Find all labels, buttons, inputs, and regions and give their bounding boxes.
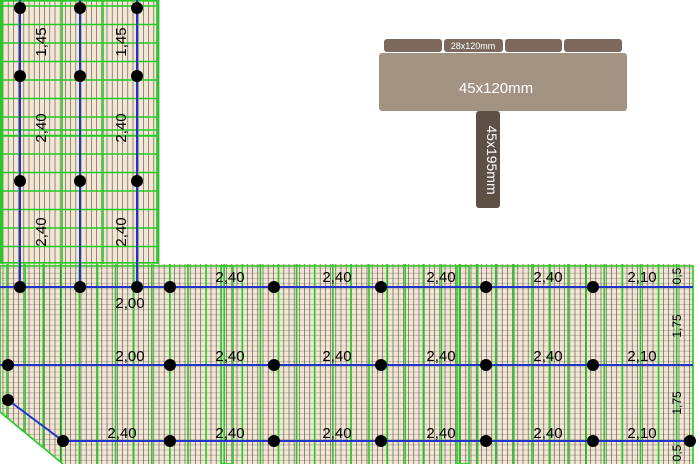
legend-beam-block <box>476 111 500 208</box>
post <box>14 175 26 187</box>
post <box>131 281 143 293</box>
post <box>587 281 599 293</box>
post <box>375 359 387 371</box>
dimension-label: 0,5 <box>670 267 684 284</box>
post <box>14 70 26 82</box>
dimension-label: 1,75 <box>670 391 684 415</box>
dimension-label: 2,40 <box>533 269 562 286</box>
legend-beam-label: 45x195mm <box>484 125 500 194</box>
joist-frame <box>0 411 64 464</box>
post <box>2 359 14 371</box>
dimension-label: 2,40 <box>426 269 455 286</box>
legend-joist-block <box>379 53 627 111</box>
post <box>74 70 86 82</box>
post <box>375 435 387 447</box>
post <box>480 359 492 371</box>
dimension-label: 2,40 <box>322 348 351 365</box>
post <box>74 175 86 187</box>
dimension-label: 2,40 <box>533 348 562 365</box>
dimension-label: 2,40 <box>215 348 244 365</box>
dimension-label: 2,40 <box>426 348 455 365</box>
post <box>131 175 143 187</box>
posts <box>2 2 696 447</box>
dimension-label: 1,45 <box>33 27 50 56</box>
post <box>164 359 176 371</box>
post <box>57 435 69 447</box>
dimension-label: 2,40 <box>215 269 244 286</box>
post <box>164 435 176 447</box>
beam <box>7 399 64 442</box>
legend-deck-board-tab <box>444 39 503 52</box>
dimension-label: 2,40 <box>533 425 562 442</box>
dimension-label: 2,00 <box>115 295 144 312</box>
profile-legend: 28x120mm 45x120mm 45x195mm <box>379 39 627 208</box>
dimension-label: 2,10 <box>627 425 656 442</box>
post <box>131 70 143 82</box>
legend-deck-board-tab <box>384 39 442 52</box>
dimension-label: 2,40 <box>215 425 244 442</box>
legend-joist-label: 45x120mm <box>459 80 533 97</box>
post <box>14 281 26 293</box>
post <box>375 281 387 293</box>
post <box>587 435 599 447</box>
post <box>268 281 280 293</box>
post <box>268 359 280 371</box>
dimension-label: 2,10 <box>627 348 656 365</box>
post <box>74 281 86 293</box>
dimension-label: 2,40 <box>33 113 50 142</box>
dimension-label: 2,40 <box>107 425 136 442</box>
post <box>74 2 86 14</box>
dimension-label: 1,45 <box>113 27 130 56</box>
post <box>480 281 492 293</box>
span-dimensions: 2,40 2,40 2,40 2,40 2,10 2,00 2,00 2,40 … <box>107 269 656 442</box>
dimension-label: 2,40 <box>33 217 50 246</box>
dimension-label: 2,40 <box>322 425 351 442</box>
legend-deck-board-tab <box>505 39 562 52</box>
dimension-label: 2,40 <box>322 269 351 286</box>
dimension-label: 2,00 <box>115 348 144 365</box>
dimension-label: 2,40 <box>113 113 130 142</box>
dimension-label: 2,40 <box>113 217 130 246</box>
dimension-label: 2,10 <box>627 269 656 286</box>
legend-deck-board-tab <box>564 39 622 52</box>
post <box>587 359 599 371</box>
upper-dimensions: 1,45 2,40 2,40 1,45 2,40 2,40 <box>33 27 130 246</box>
dimension-label: 1,75 <box>670 314 684 338</box>
post <box>480 435 492 447</box>
dimension-label: 0,5 <box>670 444 684 461</box>
post <box>14 2 26 14</box>
post <box>268 435 280 447</box>
post <box>164 281 176 293</box>
post <box>2 394 14 406</box>
dimension-label: 2,40 <box>426 425 455 442</box>
right-edge-dimensions: 0,5 1,75 1,75 0,5 <box>670 267 684 461</box>
post <box>684 435 696 447</box>
post <box>131 2 143 14</box>
legend-deck-board-label: 28x120mm <box>451 41 496 51</box>
